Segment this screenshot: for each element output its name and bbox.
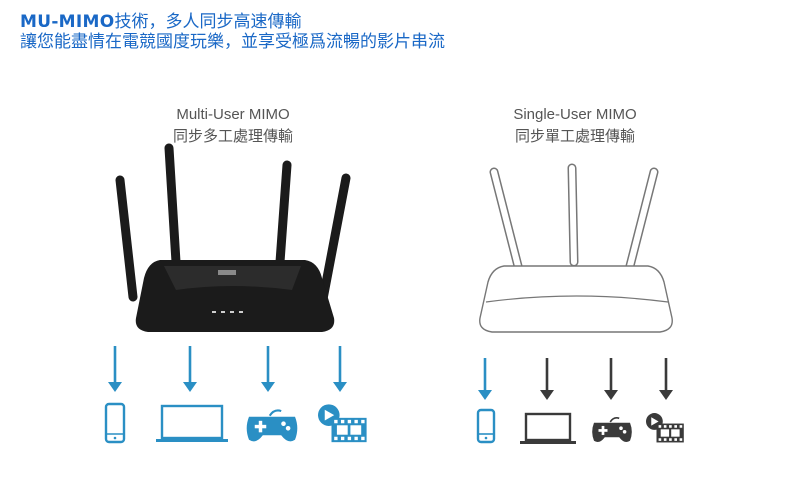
video-icon <box>646 413 684 443</box>
down-arrow-icon <box>478 358 492 400</box>
devices <box>104 402 684 444</box>
down-arrow-icon <box>108 346 122 392</box>
antenna <box>115 175 138 302</box>
router-led <box>221 311 225 313</box>
su-mimo-title: Single-User MIMO <box>513 106 637 123</box>
heading-title-bold: MU-MIMO <box>20 12 115 32</box>
gamepad-icon <box>246 409 298 442</box>
down-arrow-icon <box>333 346 347 392</box>
page-heading: MU-MIMO技術，多人同步高速傳輸 讓您能盡情在電競國度玩樂，並享受極爲流暢的… <box>20 12 445 52</box>
down-arrow-icon <box>659 358 673 400</box>
video-icon <box>318 404 367 443</box>
heading-subtitle: 讓您能盡情在電競國度玩樂，並享受極爲流暢的影片串流 <box>20 32 445 52</box>
router-led <box>239 311 243 313</box>
phone-icon <box>104 402 126 444</box>
gamepad-icon <box>592 417 632 442</box>
routers <box>115 143 673 333</box>
down-arrow-icon <box>183 346 197 392</box>
phone-icon <box>476 408 496 444</box>
antenna <box>567 163 579 267</box>
antenna <box>275 160 292 267</box>
mu-mimo-label: Multi-User MIMO 同步多工處理傳輸 <box>103 104 363 148</box>
mu-mimo-subtitle: 同步多工處理傳輸 <box>172 128 293 145</box>
down-arrow-icon <box>261 346 275 392</box>
heading-title-line: MU-MIMO技術，多人同步高速傳輸 <box>20 12 445 32</box>
router-multi-user <box>115 143 351 332</box>
su-mimo-label: Single-User MIMO 同步單工處理傳輸 <box>445 104 705 148</box>
router-top-panel <box>164 266 301 290</box>
router-logo <box>218 270 236 275</box>
router-led <box>212 311 216 313</box>
router-led <box>230 311 234 313</box>
heading-title-rest: 技術，多人同步高速傳輸 <box>114 12 302 32</box>
su-mimo-subtitle: 同步單工處理傳輸 <box>514 128 635 145</box>
antenna <box>625 167 659 271</box>
mu-mimo-title: Multi-User MIMO <box>176 106 290 123</box>
antenna <box>318 173 351 304</box>
router-edge <box>485 295 669 303</box>
laptop-icon <box>156 404 228 442</box>
antenna <box>164 143 181 267</box>
laptop-icon <box>520 412 576 444</box>
router-single-user <box>479 163 673 333</box>
antenna <box>489 167 523 271</box>
arrows <box>108 346 673 400</box>
router-body-icon <box>479 265 673 333</box>
down-arrow-icon <box>604 358 618 400</box>
down-arrow-icon <box>540 358 554 400</box>
